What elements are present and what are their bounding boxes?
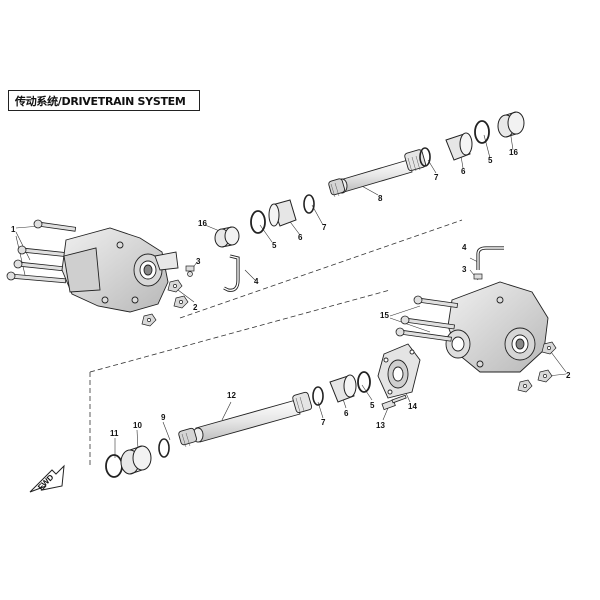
output-flange: [377, 343, 421, 399]
rear-bolts: [395, 295, 459, 342]
callout-3-front: 3: [196, 257, 201, 266]
title-frame: [8, 90, 200, 111]
rear-vent-hose: [473, 246, 504, 280]
callout-6-upper: 6: [461, 167, 466, 176]
callout-13: 13: [376, 421, 385, 430]
callout-12: 12: [227, 391, 236, 400]
callout-7-lower: 7: [321, 418, 326, 427]
callout-3-rear: 3: [462, 265, 467, 274]
callout-5-lower: 5: [370, 401, 375, 410]
rear-drive-shaft: [178, 391, 313, 448]
callout-16-front: 16: [198, 219, 207, 228]
front-differential-housing: [61, 227, 179, 313]
callout-6-lower: 6: [344, 409, 349, 418]
callout-5-upper: 5: [488, 156, 493, 165]
callout-10: 10: [133, 421, 142, 430]
callout-4-front: 4: [254, 277, 259, 286]
front-breather-fitting: [185, 265, 195, 277]
front-vent-hose: [223, 254, 240, 292]
callout-7-upper: 7: [434, 173, 439, 182]
front-drive-shaft: [328, 149, 427, 198]
callout-16-upper: 16: [509, 148, 518, 157]
lower-seals-and-rings: [105, 371, 371, 478]
callout-14: 14: [408, 402, 417, 411]
callout-15: 15: [380, 311, 389, 320]
callout-2-front: 2: [193, 303, 198, 312]
callout-11: 11: [110, 429, 119, 438]
callout-5-front: 5: [272, 241, 277, 250]
rear-differential-housing: [445, 281, 549, 373]
callout-6-front: 6: [298, 233, 303, 242]
fwd-arrow-icon: FWD: [29, 464, 65, 493]
page-title: 传动系统/DRIVETRAIN SYSTEM: [15, 95, 186, 108]
upper-seals-and-rings: [214, 111, 525, 248]
rear-nuts: [517, 341, 557, 393]
callout-4-rear: 4: [462, 243, 467, 252]
callout-8: 8: [378, 194, 383, 203]
callout-7-front: 7: [322, 223, 327, 232]
front-nuts: [141, 279, 189, 327]
flange-bolt: [381, 394, 407, 411]
callout-2-rear: 2: [566, 371, 571, 380]
callout-9: 9: [161, 413, 166, 422]
callout-1: 1: [11, 225, 16, 234]
dashed-frame: [89, 219, 463, 465]
